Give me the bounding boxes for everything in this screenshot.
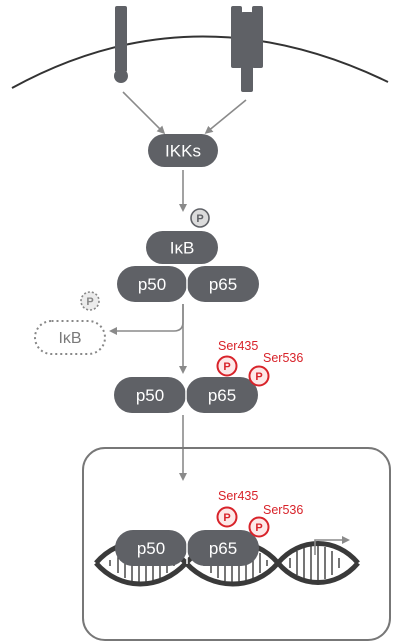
ikb-inhibitor: IκB: [146, 231, 218, 264]
phospho-marker-ikb: P: [190, 208, 210, 228]
ikks-label: IKKs: [165, 142, 201, 161]
receptor-single-pass: [114, 6, 128, 83]
ikb-released-label: IκB: [58, 330, 81, 347]
receptor-multi-pass: [231, 6, 263, 92]
transcription-start-arrow: [314, 536, 350, 555]
arrow-receptor2-to-ikks: [204, 99, 247, 134]
svg-text:P: P: [223, 361, 230, 373]
svg-text:P: P: [196, 213, 203, 225]
phospho-site-ser435-nucleus: P Ser435: [216, 489, 258, 528]
ser536-nucleus-label: Ser536: [263, 503, 303, 517]
svg-text:P: P: [255, 522, 262, 534]
phospho-site-ser435-cytoplasm: P Ser435: [216, 339, 258, 377]
svg-text:P: P: [86, 296, 93, 308]
phospho-marker-released: P: [80, 291, 100, 311]
ser435-label: Ser435: [218, 339, 258, 353]
p50-nuclear-label: p50: [137, 539, 165, 558]
arrow-release-ikb: [109, 304, 184, 335]
ser435-nucleus-label: Ser435: [218, 489, 258, 503]
phospho-site-ser536-nucleus: P Ser536: [248, 503, 303, 538]
nucleus: [82, 447, 391, 641]
p50-label: p50: [138, 275, 166, 294]
p65-free-label: p65: [208, 386, 236, 405]
p50-free-label: p50: [136, 386, 164, 405]
arrow-receptor1-to-ikks: [122, 91, 166, 135]
ikb-label: IκB: [170, 239, 195, 258]
phospho-site-ser536-cytoplasm: P Ser536: [248, 351, 303, 387]
svg-text:P: P: [223, 512, 230, 524]
nfkb-complex-free: p50 p65: [114, 377, 258, 413]
ikks-complex: IKKs: [148, 134, 218, 167]
p65-label: p65: [209, 275, 237, 294]
cell-membrane: [11, 35, 389, 89]
p65-nuclear-label: p65: [209, 539, 237, 558]
svg-text:P: P: [255, 371, 262, 383]
ikb-released-degraded: IκB: [34, 320, 106, 355]
nfkb-complex-bound: p50 p65: [117, 266, 259, 302]
ser536-label: Ser536: [263, 351, 303, 365]
nfkb-complex-nuclear: p50 p65: [115, 530, 259, 566]
